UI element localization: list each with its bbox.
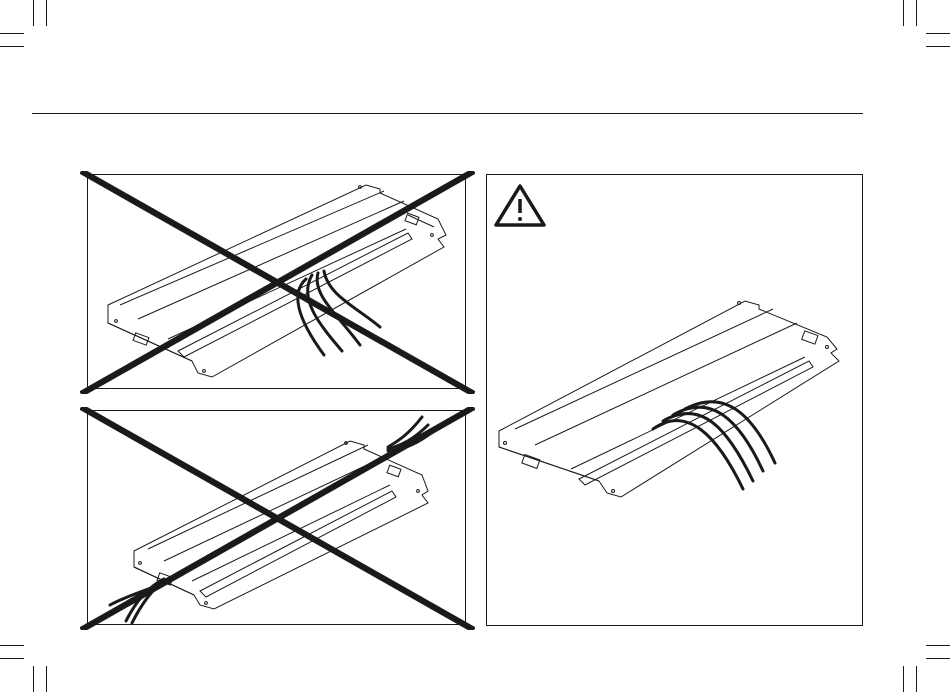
- crop-mark: [0, 645, 24, 646]
- shelf-illustration: [88, 175, 467, 390]
- header-rule: [32, 113, 863, 114]
- panel-incorrect-top: [87, 174, 466, 389]
- crop-mark: [0, 46, 24, 47]
- crop-mark: [916, 0, 917, 26]
- crop-mark: [0, 658, 24, 659]
- panel-correct: [486, 174, 863, 626]
- warning-triangle-icon: [496, 186, 544, 225]
- crop-mark: [46, 0, 47, 26]
- crop-mark: [926, 645, 950, 646]
- crop-mark: [903, 666, 904, 692]
- shelf-illustration: [487, 175, 864, 627]
- crop-mark: [33, 0, 34, 26]
- panel-incorrect-bottom: [87, 410, 466, 625]
- crop-mark: [903, 0, 904, 26]
- crop-mark: [46, 666, 47, 692]
- crop-mark: [926, 658, 950, 659]
- crop-mark: [926, 33, 950, 34]
- crop-mark: [33, 666, 34, 692]
- shelf-illustration: [88, 411, 467, 626]
- crop-mark: [926, 46, 950, 47]
- crop-mark: [916, 666, 917, 692]
- crop-mark: [0, 33, 24, 34]
